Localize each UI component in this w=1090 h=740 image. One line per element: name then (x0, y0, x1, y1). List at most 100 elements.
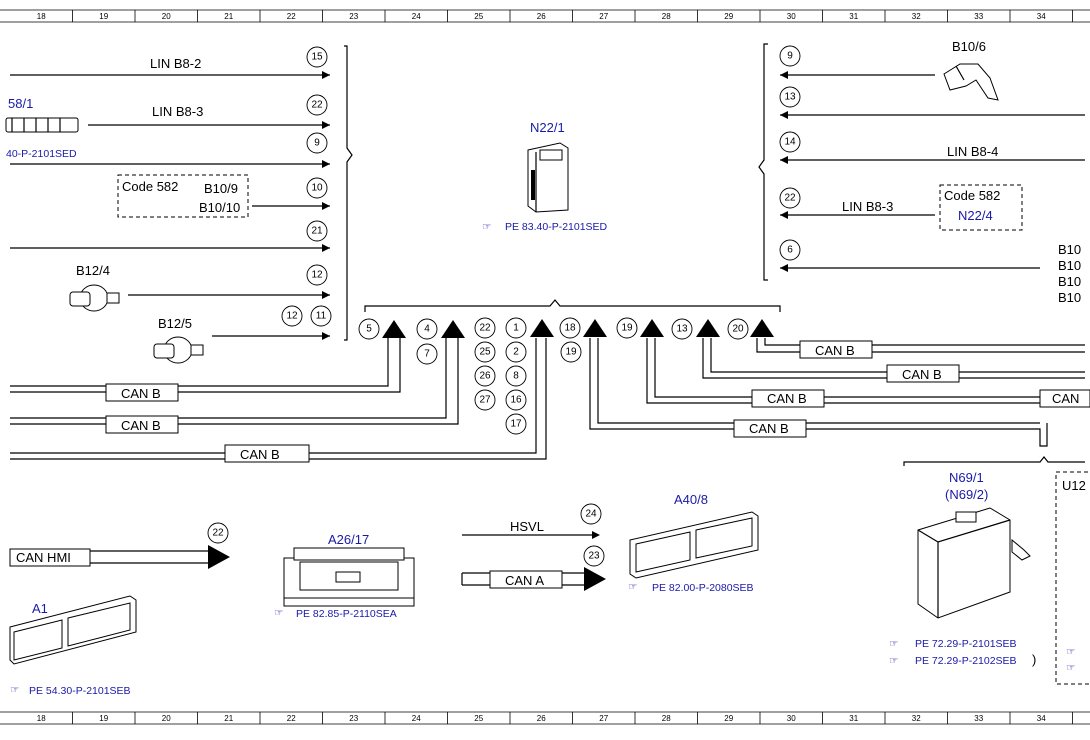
lin-b8-4-label: LIN B8-4 (947, 144, 998, 159)
pin-label: 18 (564, 323, 576, 334)
b10-9-label: B10/9 (204, 181, 238, 196)
pin-label: 2 (513, 347, 519, 358)
pin-label: 5 (366, 324, 372, 335)
ref-a1: PE 54.30-P-2101SEB (29, 685, 131, 697)
pin-label: 10 (311, 183, 323, 194)
can-b-label: CAN B (749, 421, 789, 436)
hand-pointer-icon: ☞ (10, 684, 19, 696)
b10-6-label: B10/6 (952, 39, 986, 54)
ruler-zone-label: 23 (349, 714, 358, 723)
ruler-zone-label: 22 (287, 714, 296, 723)
ruler-zone-label: 21 (224, 12, 233, 21)
ruler-zone-label: 20 (162, 12, 171, 21)
b12-5-label: B12/5 (158, 316, 192, 331)
ruler-zone-label: 28 (662, 714, 671, 723)
can-b-label: CAN B (902, 367, 942, 382)
b12-4-label: B12/4 (76, 263, 110, 278)
ruler-zone-label: 34 (1037, 714, 1046, 723)
ruler-zone-label: 33 (974, 714, 983, 723)
n69-module: N69/1 (N69/2) ☞ PE 72.29-P-2101SEB ☞ PE … (889, 456, 1085, 667)
connector-block: 5 4 7 22 25 26 27 1 2 8 16 17 18 19 19 (358, 299, 781, 435)
pin-label: 12 (286, 311, 298, 322)
b10-label: B10 (1058, 258, 1081, 273)
b8-1-sensor-icon (5, 117, 79, 133)
ref-a40-8: PE 82.00-P-2080SEB (652, 582, 754, 594)
a40-8-group: A40/8 ☞ PE 82.00-P-2080SEB (628, 492, 759, 594)
ruler-zone-label: 19 (99, 714, 108, 723)
can-hmi-label: CAN HMI (16, 550, 71, 565)
pin-label: 8 (513, 371, 519, 382)
pin-label: 7 (424, 349, 430, 360)
pin-label: 22 (311, 100, 323, 111)
ruler-zone-label: 29 (724, 12, 733, 21)
code-582-box-left (117, 174, 249, 218)
n22-1-label: N22/1 (530, 120, 565, 135)
lin-b8-3-right-label: LIN B8-3 (842, 199, 893, 214)
pin-label: 13 (784, 92, 796, 103)
ruler-zone-label: 18 (37, 12, 46, 21)
pin-label: 19 (565, 347, 577, 358)
a26-17-unit-icon (283, 547, 415, 607)
b10-6-sensor-icon (943, 63, 999, 101)
ref-n69-2: PE 72.29-P-2102SEB (915, 655, 1017, 667)
pin-label: 26 (479, 371, 491, 382)
n22-1-module: N22/1 ☞ PE 83.40-P-2101SED (482, 120, 608, 233)
ruler-zone-label: 34 (1037, 12, 1046, 21)
n22-4-label: N22/4 (958, 208, 993, 223)
ref-left-partial: 40-P-2101SED (6, 148, 77, 160)
ruler-zone-label: 32 (912, 12, 921, 21)
ruler-zone-label: 26 (537, 12, 546, 21)
pin-label: 24 (585, 509, 597, 520)
b10-label: B10 (1058, 274, 1081, 289)
ruler-zone-label: 29 (724, 714, 733, 723)
pin-label: 20 (732, 324, 744, 335)
hand-pointer-icon: ☞ (274, 607, 283, 619)
n69-1-label: N69/1 (949, 470, 984, 485)
b10-label: B10 (1058, 290, 1081, 305)
pin-label: 23 (588, 551, 600, 562)
can-b-label: CAN B (815, 343, 855, 358)
can-b-label: CAN B (121, 418, 161, 433)
ruler-zone-label: 25 (474, 12, 483, 21)
can-a-label: CAN A (505, 573, 544, 588)
pin-label: 14 (784, 137, 796, 148)
ruler-zone-label: 20 (162, 714, 171, 723)
hand-pointer-icon: ☞ (628, 581, 637, 593)
pin-label: 1 (513, 323, 519, 334)
ruler-zone-label: 23 (349, 12, 358, 21)
ruler-zone-label: 19 (99, 12, 108, 21)
can-b-label: CAN B (240, 447, 280, 462)
ruler-zone-label: 25 (474, 714, 483, 723)
b8-1-label: 58/1 (8, 96, 33, 111)
code-582-left: Code 582 (122, 179, 178, 194)
hand-pointer-icon: ☞ (1066, 646, 1075, 658)
paren: ) (1032, 652, 1036, 667)
code-582-box-right (939, 184, 1023, 231)
pin-label: 27 (479, 395, 491, 406)
ref-n22-1: PE 83.40-P-2101SED (505, 221, 608, 233)
n22-1-control-unit-icon (527, 142, 569, 213)
can-b-buses: CAN B CAN B CAN B CAN B CAN B CAN B CAN … (10, 338, 1090, 463)
hand-pointer-icon: ☞ (889, 655, 898, 667)
pin-label: 16 (510, 395, 522, 406)
pin-label: 13 (676, 324, 688, 335)
pin-label: 19 (621, 323, 633, 334)
ruler-zone-label: 26 (537, 714, 546, 723)
pin-label: 21 (311, 226, 323, 237)
pin-label: 4 (424, 324, 430, 335)
pin-label: 9 (787, 51, 793, 62)
can-hmi-group: CAN HMI 22 A1 ☞ PE 54.30-P-2101SEB (9, 522, 230, 697)
ruler-zone-label: 33 (974, 12, 983, 21)
a40-8-display-icon (629, 511, 759, 579)
pin-label: 17 (510, 419, 522, 430)
hsvl-can-a-group: HSVL 24 CAN A 23 (461, 503, 606, 591)
pin-label: 6 (787, 245, 793, 256)
hand-pointer-icon: ☞ (482, 221, 491, 233)
ruler-zone-label: 21 (224, 714, 233, 723)
can-b-label: CAN B (121, 386, 161, 401)
pin-label: 11 (316, 311, 327, 322)
ruler-zone-label: 27 (599, 12, 608, 21)
